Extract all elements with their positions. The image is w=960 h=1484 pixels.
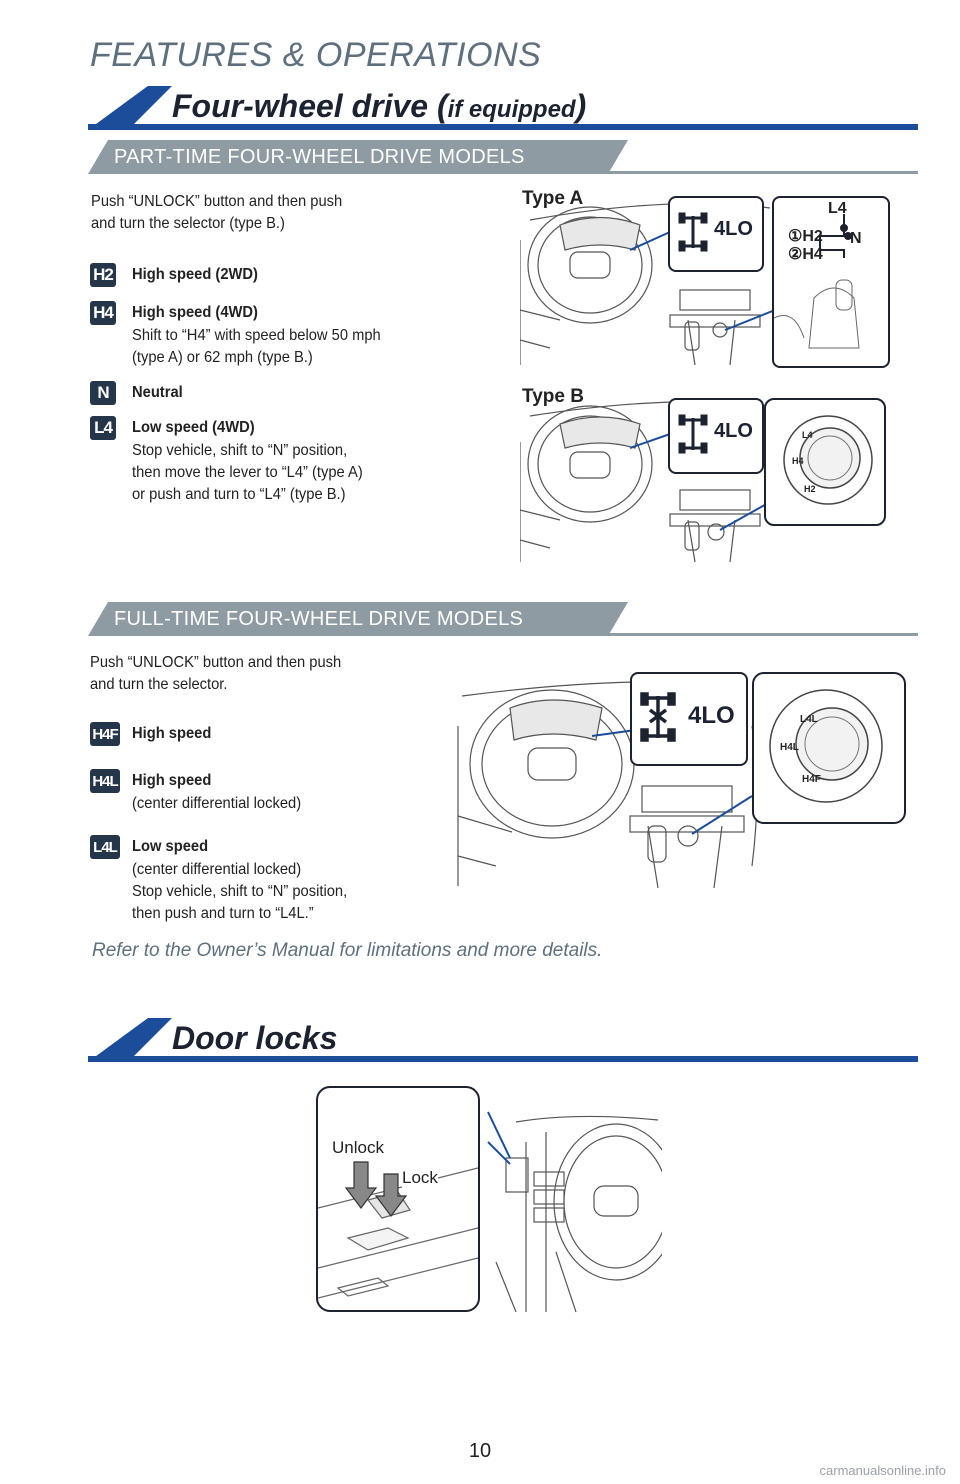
door-lock-switch-callout: Unlock Lock: [316, 1086, 480, 1312]
full-time-indicator-callout: 4LO: [630, 672, 748, 766]
mode-title-l4: Low speed (4WD): [132, 419, 255, 436]
mode-badge-l4l: L4L: [90, 835, 120, 859]
type-b-dial-callout: L4 H4 H2: [764, 398, 886, 526]
lever-label-n: N: [850, 230, 862, 247]
section-title-four-wheel-drive: Four-wheel drive (if equipped): [88, 86, 918, 132]
mode-badge-l4: L4: [90, 416, 116, 440]
dial-b-label-h2: H2: [804, 484, 816, 494]
mode-desc-l4-1: Stop vehicle, shift to “N” position,: [132, 442, 348, 459]
section-title-bar: [88, 1018, 918, 1062]
mode-item-n: N Neutral: [90, 381, 187, 405]
part-time-intro-line-2: and turn the selector (type B.): [91, 215, 285, 232]
mode-desc-l4l-1: (center differential locked): [132, 861, 302, 878]
mode-desc-l4-2: then move the lever to “L4” (type A): [132, 464, 363, 481]
unlock-label: Unlock: [332, 1138, 384, 1158]
mode-item-h4: H4 High speed (4WD) Shift to “H4” with s…: [90, 301, 402, 369]
four-wheel-icon: [678, 212, 708, 252]
mode-item-l4l: L4L Low speed (center differential locke…: [90, 835, 366, 925]
mode-desc-l4-3: or push and turn to “L4” (type B.): [132, 486, 346, 503]
center-diff-lock-icon: [640, 692, 676, 742]
door-locks-illustration: [487, 1111, 662, 1313]
mode-badge-h4l: H4L: [90, 769, 120, 793]
section-title-text: Four-wheel drive (: [172, 88, 448, 124]
refer-note: Refer to the Owner’s Manual for limitati…: [92, 940, 603, 961]
section-title-close: ): [575, 88, 587, 124]
subheading-band: [88, 602, 918, 636]
dial-b-label-h4: H4: [792, 456, 804, 466]
type-a-label: Type A: [522, 188, 584, 209]
mode-item-h4l: H4L High speed (center differential lock…: [90, 769, 316, 815]
dial-label-h4l: H4L: [780, 742, 799, 753]
mode-desc-l4l-3: then push and turn to “L4L.”: [132, 905, 314, 922]
lock-label: Lock: [402, 1168, 438, 1188]
lever-label-l4: L4: [828, 200, 847, 217]
mode-title-h4: High speed (4WD): [132, 304, 258, 321]
type-b-indicator-callout: 4LO: [668, 398, 764, 474]
mode-item-h2: H2 High speed (2WD): [90, 263, 269, 287]
mode-title-h4l: High speed: [132, 772, 212, 789]
mode-title-n: Neutral: [132, 384, 183, 401]
subheading-full-time: FULL-TIME FOUR-WHEEL DRIVE MODELS: [88, 602, 918, 638]
full-time-dial-callout: L4L H4L H4F: [752, 672, 906, 824]
type-a-indicator-callout: 4LO: [668, 196, 764, 272]
mode-item-l4: L4 Low speed (4WD) Stop vehicle, shift t…: [90, 416, 383, 506]
section-title-door-locks-text: Door locks: [172, 1020, 338, 1056]
indicator-text-type-a: 4LO: [714, 218, 753, 240]
subheading-band: [88, 140, 918, 174]
subheading-part-time: PART-TIME FOUR-WHEEL DRIVE MODELS: [88, 140, 918, 176]
mode-title-h2: High speed (2WD): [132, 266, 258, 283]
door-lock-switch-illustration: [318, 1161, 478, 1299]
mode-item-h4f: H4F High speed: [90, 722, 218, 746]
selector-dial-full-time: [769, 689, 883, 803]
full-time-intro: Push “UNLOCK” button and then push and t…: [90, 652, 341, 696]
part-time-intro-line-1: Push “UNLOCK” button and then push: [91, 193, 343, 210]
type-a-illustration: [520, 202, 776, 366]
indicator-text-type-b: 4LO: [714, 420, 753, 442]
subheading-full-time-label: FULL-TIME FOUR-WHEEL DRIVE MODELS: [114, 608, 524, 630]
transfer-lever-illustration: [773, 214, 860, 349]
part-time-intro: Push “UNLOCK” button and then push and t…: [91, 191, 342, 235]
four-wheel-icon: [678, 414, 708, 454]
page-number: 10: [468, 1440, 492, 1462]
mode-badge-h4f: H4F: [90, 722, 120, 746]
section-title-bar: [88, 86, 918, 130]
subheading-part-time-label: PART-TIME FOUR-WHEEL DRIVE MODELS: [114, 146, 525, 168]
mode-desc-l4l-2: Stop vehicle, shift to “N” position,: [132, 883, 348, 900]
mode-title-h4f: High speed: [132, 725, 212, 742]
watermark: carmanualsonline.info: [819, 1463, 946, 1478]
section-title-qualifier: if equipped: [447, 96, 576, 123]
page-header: FEATURES & OPERATIONS: [90, 36, 542, 74]
lever-label-h4: ②H4: [788, 246, 823, 263]
dial-label-h4f: H4F: [802, 774, 821, 785]
type-b-label: Type B: [522, 386, 584, 407]
full-time-intro-line-1: Push “UNLOCK” button and then push: [90, 654, 342, 671]
mode-desc-h4-2: (type A) or 62 mph (type B.): [132, 349, 313, 366]
mode-title-l4l: Low speed: [132, 838, 209, 855]
dial-label-l4l: L4L: [800, 714, 818, 725]
mode-desc-h4l-1: (center differential locked): [132, 795, 302, 812]
dial-b-label-l4: L4: [802, 430, 813, 440]
indicator-text-full-time: 4LO: [688, 702, 735, 729]
full-time-intro-line-2: and turn the selector.: [90, 676, 228, 693]
mode-desc-h4-1: Shift to “H4” with speed below 50 mph: [132, 327, 381, 344]
mode-badge-h2: H2: [90, 263, 116, 287]
mode-badge-n: N: [90, 381, 116, 405]
selector-dial-b: [783, 415, 873, 505]
section-title-door-locks: Door locks: [88, 1018, 918, 1064]
lever-label-h2: ①H2: [788, 228, 823, 245]
type-a-lever-callout: L4 ①H2 ②H4 N: [772, 196, 890, 368]
mode-badge-h4: H4: [90, 301, 116, 325]
